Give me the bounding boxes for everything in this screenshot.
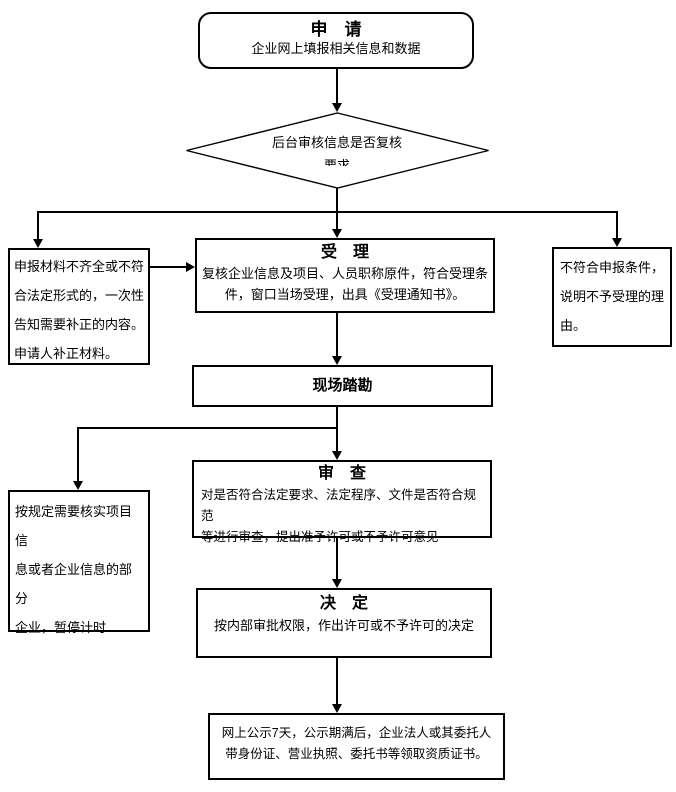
node-pause-timing-body: 按规定需要核实项目信 息或者企业信息的部分 企业，暂停计时: [15, 504, 133, 635]
connector-decide-to-publicity: [336, 658, 338, 704]
node-publicity-body: 网上公示7天，公示期满后，企业法人或其委托人 带身份证、营业执照、委托书等领取资…: [221, 726, 492, 761]
connector-survey-branch-horizontal: [77, 427, 338, 429]
node-apply-body: 企业网上填报相关信息和数据: [251, 41, 421, 57]
arrowhead-into-supplement: [33, 239, 43, 248]
connector-branch-to-pause: [77, 429, 79, 481]
node-examine-body: 对是否符合法定要求、法定程序、文件是否符合规范 等进行审查，提出准予许可或不予许…: [201, 488, 477, 544]
connector-branch-right: [616, 213, 618, 238]
connector-branch-center: [336, 213, 338, 229]
node-site-survey-title: 现场踏勘: [312, 376, 373, 394]
connector-apply-to-diamond: [336, 69, 338, 103]
arrowhead-into-decide: [332, 579, 342, 588]
node-reject: 不符合申报条件， 说明不予受理的理 由。: [552, 247, 672, 347]
arrowhead-into-diamond: [332, 103, 342, 112]
arrowhead-into-reject: [612, 238, 622, 247]
connector-branch-horizontal: [37, 211, 618, 213]
connector-survey-stem: [336, 407, 338, 429]
node-reject-body: 不符合申报条件， 说明不予受理的理 由。: [560, 260, 665, 333]
node-site-survey: 现场踏勘: [192, 365, 493, 407]
node-decide-title: 决 定: [319, 595, 368, 612]
decision-diamond-question: 后台审核信息是否复核 要求: [271, 135, 402, 166]
connector-branch-left: [37, 213, 39, 239]
node-decide: 决 定 按内部审批权限，作出许可或不予许可的决定: [196, 588, 492, 658]
node-publicity: 网上公示7天，公示期满后，企业法人或其委托人 带身份证、营业执照、委托书等领取资…: [208, 713, 505, 780]
arrowhead-into-pause: [73, 481, 83, 490]
connector-to-examine: [336, 429, 338, 451]
node-decide-body: 按内部审批权限，作出许可或不予许可的决定: [213, 618, 474, 633]
connector-diamond-stem: [336, 188, 338, 212]
node-examine: 审 查 对是否符合法定要求、法定程序、文件是否符合规范 等进行审查，提出准予许可…: [192, 460, 492, 544]
arrowhead-right-into-accept: [186, 262, 195, 272]
decision-diamond: [186, 112, 489, 189]
node-apply-title: 申 请: [310, 20, 362, 39]
connector-examine-to-decide: [336, 538, 338, 579]
node-supplement-body: 申报材料不齐全或不符 合法定形式的，一次性 告知需要补正的内容。 申请人补正材料…: [14, 259, 145, 361]
node-apply: 申 请 企业网上填报相关信息和数据: [198, 12, 474, 69]
node-supplement-materials: 申报材料不齐全或不符 合法定形式的，一次性 告知需要补正的内容。 申请人补正材料…: [8, 248, 150, 365]
connector-accept-to-survey: [336, 313, 338, 356]
node-examine-title: 审 查: [317, 465, 366, 482]
arrowhead-into-survey: [332, 356, 342, 365]
node-accept-title: 受 理: [320, 244, 369, 261]
arrowhead-into-examine: [332, 451, 342, 460]
node-accept-body: 复核企业信息及项目、人员职称原件，符合受理条 件，窗口当场受理，出具《受理通知书…: [201, 266, 488, 302]
node-pause-timing: 按规定需要核实项目信 息或者企业信息的部分 企业，暂停计时: [8, 490, 150, 635]
node-accept: 受 理 复核企业信息及项目、人员职称原件，符合受理条 件，窗口当场受理，出具《受…: [195, 238, 495, 313]
connector-supplement-to-accept: [150, 266, 186, 268]
arrowhead-into-accept: [332, 229, 342, 238]
arrowhead-into-publicity: [332, 704, 342, 713]
